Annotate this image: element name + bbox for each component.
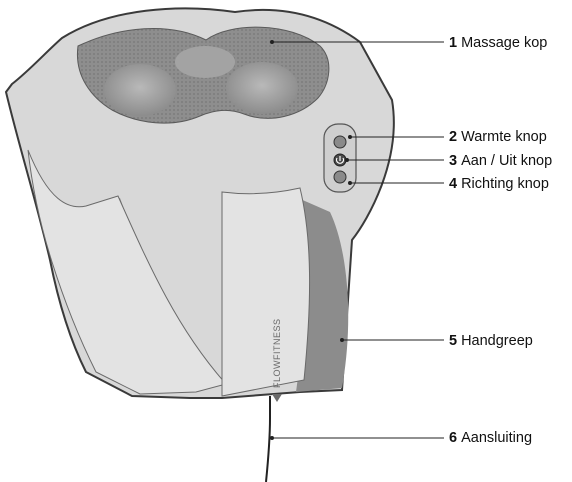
label-text: Massage kop: [461, 35, 547, 51]
svg-text:FLOWFITNESS: FLOWFITNESS: [272, 318, 282, 388]
right-strap: [222, 188, 310, 396]
brand-logo-icon: [272, 394, 282, 402]
massage-ball-left: [104, 64, 176, 116]
label-number: 1: [449, 35, 457, 51]
label-text: Handgreep: [461, 333, 533, 349]
label-number: 5: [449, 333, 457, 349]
label-number: 6: [449, 430, 457, 446]
massage-ball-top: [175, 46, 235, 78]
label-number: 2: [449, 129, 457, 145]
label-text: Richting knop: [461, 176, 549, 192]
label-text: Aansluiting: [461, 430, 532, 446]
label-number: 3: [449, 153, 457, 169]
power-cable: [266, 396, 270, 482]
massage-ball-right: [226, 62, 298, 114]
brand-logo: FLOWFITNESS: [272, 318, 282, 388]
direction-button-icon: [334, 171, 346, 183]
heat-button-icon: [334, 136, 346, 148]
label-number: 4: [449, 176, 457, 192]
label-text: Aan / Uit knop: [461, 153, 552, 169]
label-text: Warmte knop: [461, 129, 547, 145]
